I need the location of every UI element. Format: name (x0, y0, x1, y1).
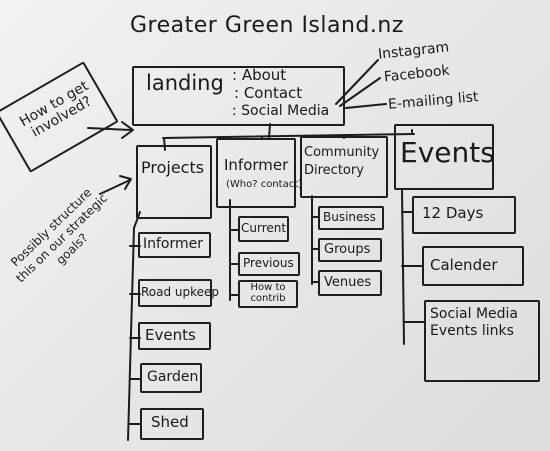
events-item-social-media-links (424, 300, 540, 382)
informer-box (216, 138, 296, 208)
informer-sub: (Who? contact) (226, 179, 303, 190)
events-item-12-days (412, 196, 516, 234)
events-item-calender (422, 246, 524, 286)
directory-item-business (318, 206, 384, 230)
events-box (394, 124, 494, 190)
informer-item-how-to-contrib (238, 280, 298, 308)
directory-item-business-label: Business (323, 210, 376, 224)
events-item-social-media-links-label: Social Media Events links (430, 306, 519, 339)
projects-item-shed-label: Shed (151, 413, 189, 431)
projects-item-road-upkeep (138, 279, 212, 307)
informer-item-current-label: Current (241, 221, 287, 235)
informer-item-current (238, 216, 289, 242)
informer-item-previous-label: Previous (243, 256, 294, 270)
directory-label: Community Directory (304, 145, 380, 178)
events-item-12-days-label: 12 Days (422, 204, 484, 222)
directory-item-groups-label: Groups (324, 242, 371, 257)
events-item-calender-label: Calender (430, 256, 498, 274)
projects-label: Projects (141, 158, 205, 177)
directory-item-venues (318, 270, 382, 296)
landing-box (132, 66, 345, 126)
projects-item-informer-label: Informer (143, 236, 204, 252)
projects-item-events (138, 322, 211, 350)
informer-label: Informer (224, 156, 289, 174)
directory-box (300, 136, 388, 198)
landing-label: landing (146, 71, 224, 95)
projects-item-garden-label: Garden (147, 369, 199, 385)
projects-box (136, 145, 212, 219)
projects-item-informer (138, 232, 211, 258)
landing-item-social-media: : Social Media (232, 103, 330, 119)
projects-item-garden (140, 363, 202, 393)
projects-item-road-upkeep-label: Road upkeep (141, 285, 220, 299)
projects-item-shed (140, 408, 204, 440)
projects-item-events-label: Events (145, 326, 196, 344)
informer-item-previous (238, 252, 300, 276)
directory-item-venues-label: Venues (324, 275, 372, 290)
informer-item-how-to-contrib-label: How to contrib (250, 282, 286, 304)
events-label: Events (400, 136, 495, 169)
landing-item-about: : About (232, 66, 287, 84)
directory-item-groups (318, 238, 382, 262)
landing-item-contact: : Contact (234, 84, 303, 102)
page-title: Greater Green Island.nz (130, 13, 404, 38)
